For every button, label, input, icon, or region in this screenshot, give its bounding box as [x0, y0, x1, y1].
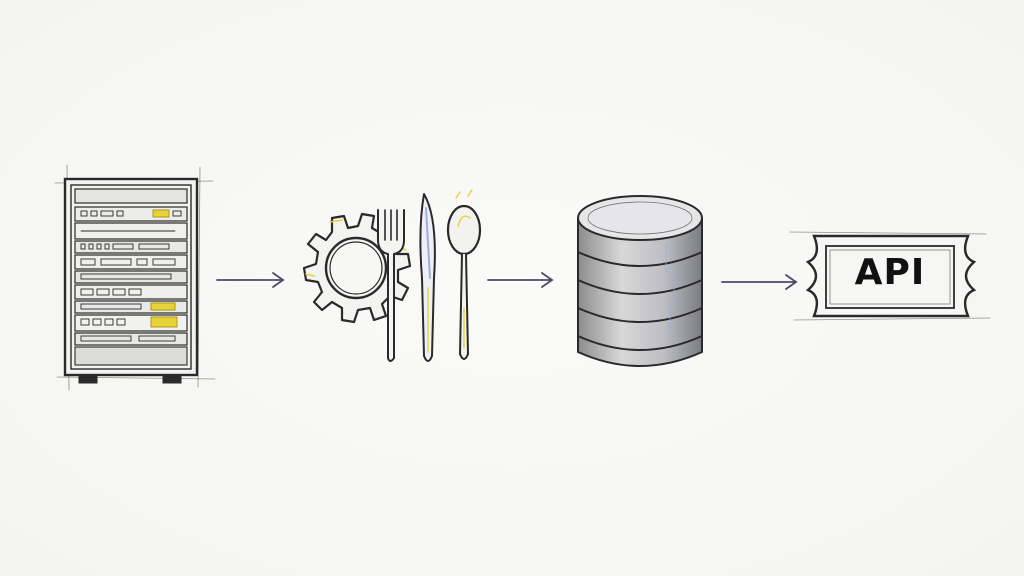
gear-with-utensils-icon — [292, 188, 490, 370]
server-rack-icon — [54, 164, 216, 391]
arrow-right — [215, 268, 287, 292]
arrow-right — [486, 268, 558, 292]
database-cylinder-icon — [570, 184, 710, 372]
api-label: API — [854, 252, 926, 293]
arrow-right — [720, 270, 800, 294]
ticket-icon: API — [789, 222, 991, 330]
